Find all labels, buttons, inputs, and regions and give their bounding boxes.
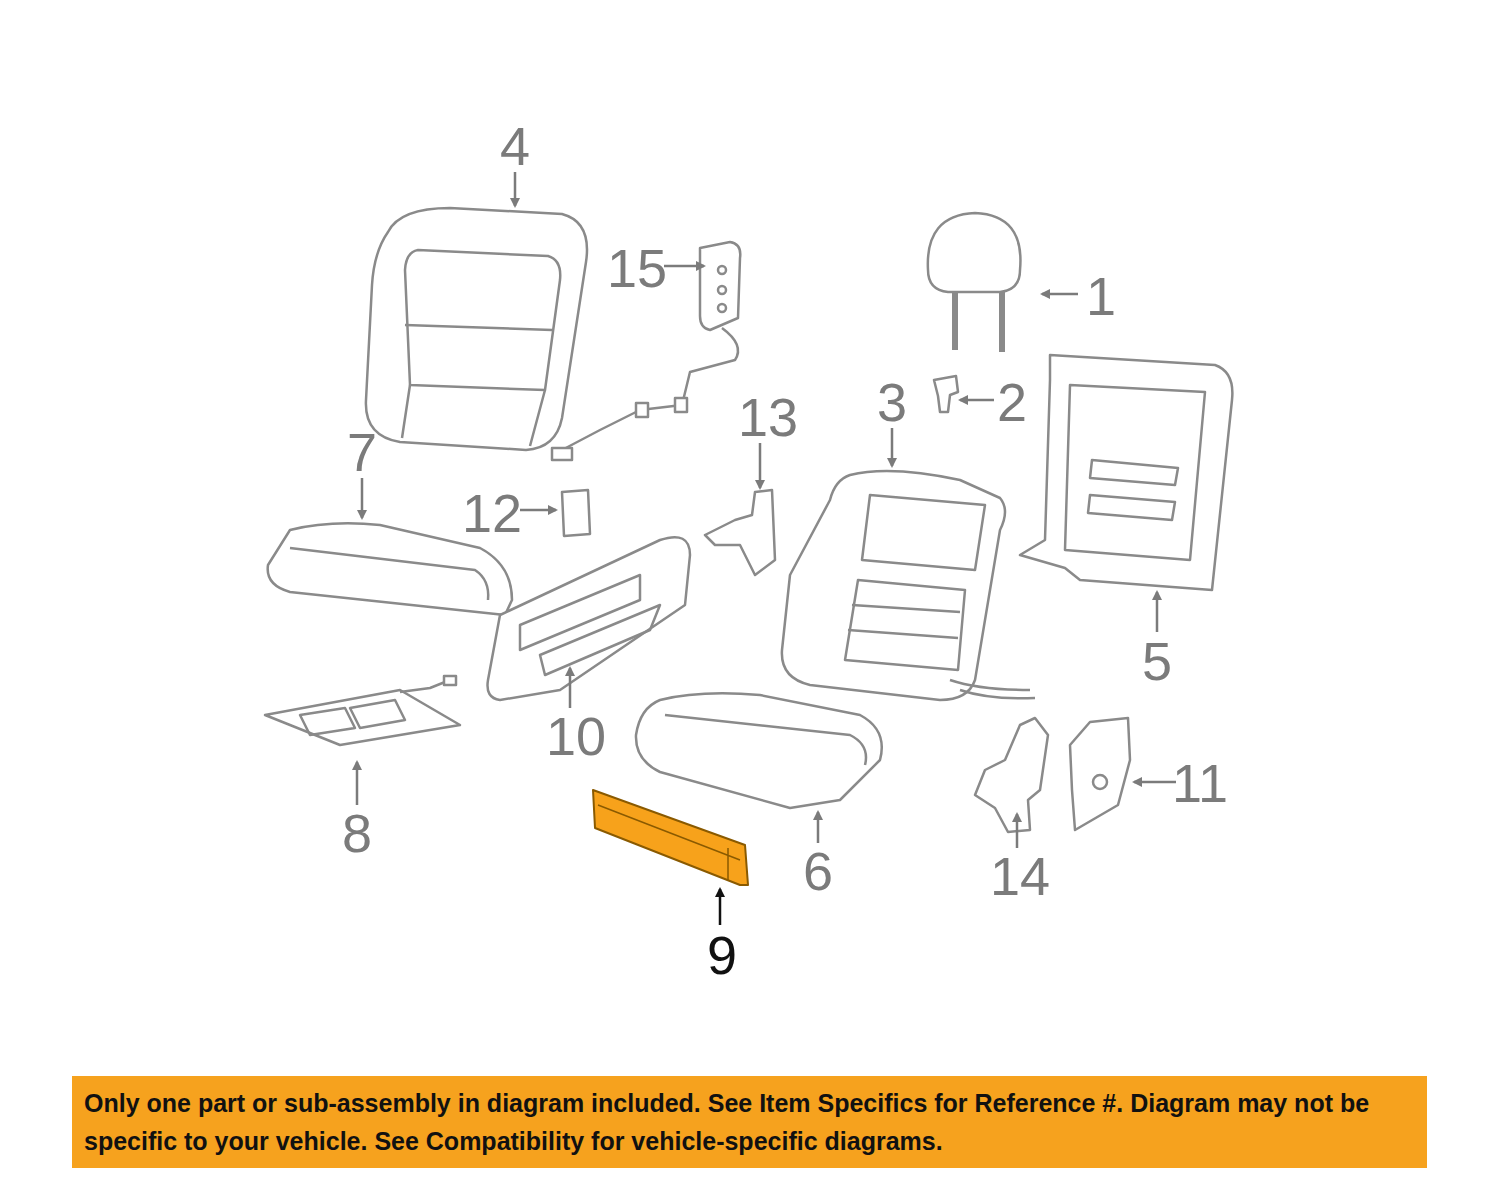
callout-number: 4 <box>500 119 530 173</box>
callout-number: 6 <box>803 844 833 898</box>
callout-number: 8 <box>342 806 372 860</box>
callout-number: 5 <box>1142 634 1172 688</box>
callout-number: 10 <box>546 709 606 763</box>
callout-number: 1 <box>1086 269 1116 323</box>
notice-text: Only one part or sub-assembly in diagram… <box>84 1084 1415 1160</box>
callout-number: 15 <box>607 241 667 295</box>
callout-number: 11 <box>1172 756 1228 810</box>
notice-banner: Only one part or sub-assembly in diagram… <box>72 1076 1427 1168</box>
callout-number: 2 <box>997 375 1027 429</box>
callout-number: 3 <box>877 375 907 429</box>
callout-number: 13 <box>738 390 798 444</box>
callout-number: 9 <box>707 928 737 982</box>
callout-number: 14 <box>990 849 1050 903</box>
callout-number: 7 <box>347 425 377 479</box>
callout-number: 12 <box>462 486 522 540</box>
